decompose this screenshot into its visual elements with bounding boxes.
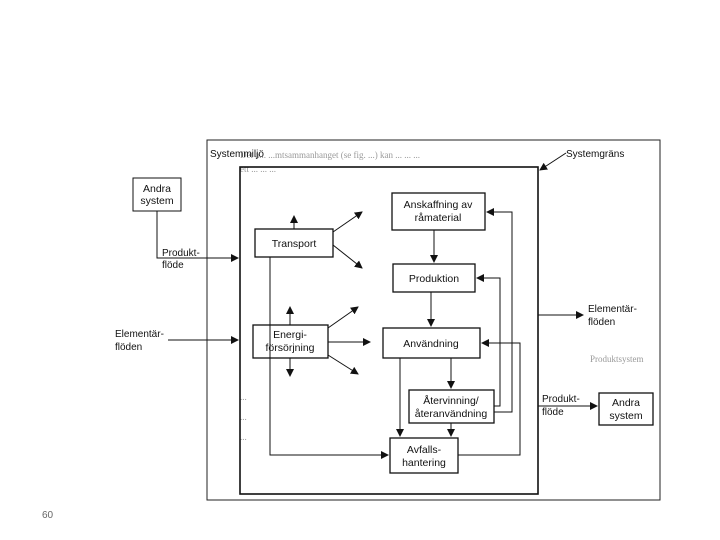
- avfall-line2: hantering: [402, 457, 446, 469]
- andra-system-left-line1: Andra: [143, 183, 171, 195]
- produktflode-left-line1: Produkt-: [162, 248, 200, 259]
- atervinning-box: [408, 389, 495, 424]
- anvandning-label: Användning: [403, 338, 459, 350]
- system-boundary: [239, 166, 539, 495]
- elementarfloden-right-line1: Elementär-: [588, 304, 637, 315]
- energi-line2: försörjning: [265, 342, 314, 354]
- systemmiljo-label: Systemmiljö: [210, 149, 264, 160]
- anvandning-box: [382, 327, 481, 359]
- systemgrans-arrow: [539, 152, 567, 171]
- produktflode-right-line2: flöde: [542, 407, 564, 418]
- produktflode-right-line1: Produkt-: [542, 394, 580, 405]
- atervinning-line2: återanvändning: [415, 408, 488, 420]
- elementarfloden-left-line2: flöden: [115, 342, 142, 353]
- transport-box: [254, 228, 334, 258]
- produktflode-left-arrow: [156, 211, 239, 262]
- avfall-box: [389, 437, 459, 474]
- produktion-box: [392, 263, 476, 293]
- bg-text-line-4: ...: [240, 412, 247, 422]
- bg-text-line-5: ...: [240, 432, 247, 442]
- andra-system-right-line1: Andra: [612, 397, 640, 409]
- avfall-line1: Avfalls-: [407, 444, 442, 456]
- produktflode-left-line2: flöde: [162, 260, 184, 271]
- atervinning-to-produktion-loop: [476, 274, 501, 407]
- anskaffning-box: [391, 192, 486, 231]
- andra-system-right-box: [598, 392, 654, 426]
- systemgrans-label: Systemgräns: [566, 149, 624, 160]
- bg-text-line-1: Det a... ...mtsammanhanget (se fig. ...)…: [240, 150, 420, 160]
- background-page-text: Det a... ...mtsammanhanget (se fig. ...)…: [240, 150, 644, 442]
- energi-line1: Energi-: [273, 329, 307, 341]
- atervinning-to-anskaffning-loop: [486, 208, 513, 413]
- andra-system-right-line2: system: [609, 410, 643, 422]
- avfall-to-anvandning-loop: [458, 339, 521, 456]
- energi-to-downright-arrow: [327, 354, 359, 375]
- andra-system-left-line2: system: [140, 195, 174, 207]
- transport-to-anskaffning-arrow: [332, 211, 363, 233]
- page-number: 60: [42, 510, 54, 521]
- elementarfloden-right-line2: flöden: [588, 317, 615, 328]
- transport-label: Transport: [272, 238, 317, 250]
- figure-frame: [206, 139, 661, 501]
- bg-text-line-3: ...: [240, 392, 247, 402]
- elementarfloden-left-line1: Elementär-: [115, 329, 164, 340]
- produktion-label: Produktion: [409, 273, 459, 285]
- energi-to-upright-arrow: [327, 306, 359, 329]
- bg-text-line-2: ett ... ... ...: [240, 164, 276, 174]
- energi-box: [252, 324, 329, 359]
- anskaffning-line2: råmaterial: [415, 212, 462, 224]
- transport-avfall-loop: [269, 257, 389, 459]
- bg-text-heading: Produktsystem: [590, 354, 644, 364]
- atervinning-line1: Återvinning/: [423, 394, 479, 407]
- anskaffning-line1: Anskaffning av: [404, 199, 473, 211]
- transport-to-produktion-arrow: [332, 244, 363, 269]
- andra-system-left-box: [132, 177, 182, 212]
